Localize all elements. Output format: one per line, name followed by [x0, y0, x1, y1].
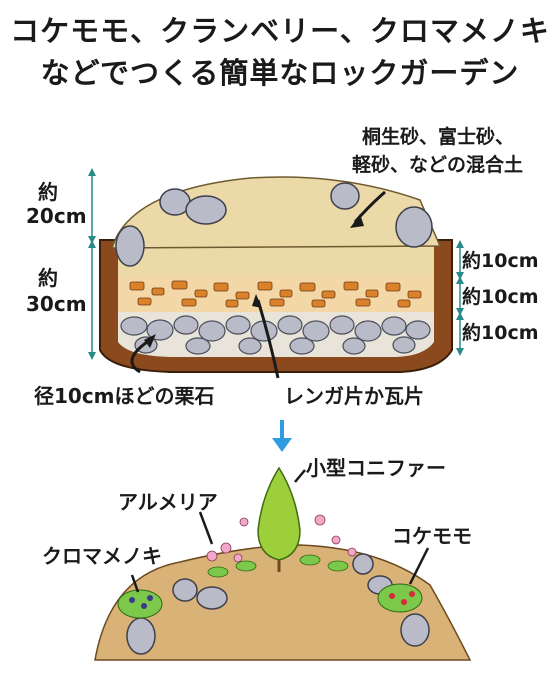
title-line-2: などでつくる簡単なロックガーデン: [40, 56, 520, 90]
brick-chips: [129, 280, 422, 308]
planting: [94, 466, 472, 661]
stone-layer: [120, 315, 431, 355]
layer-top-depth: 約10cm: [462, 250, 539, 272]
mix-label-line-1: 桐生砂、富士砂、: [362, 126, 515, 148]
kokemomo-label: コケモモ: [392, 524, 472, 548]
down-arrow-icon: [272, 420, 292, 452]
mound-height-prefix: 約: [38, 180, 58, 204]
conifer-label: 小型コニファー: [306, 456, 446, 480]
mix-layer: [118, 246, 434, 276]
title-line-1: コケモモ、クランベリー、クロマメノキ: [10, 14, 550, 48]
ground-mound: [94, 544, 472, 661]
layer-middle-depth: 約10cm: [462, 286, 539, 308]
mound-rocks: [115, 182, 433, 267]
pit-depth-prefix: 約: [38, 266, 58, 290]
kokemomo-plant: [377, 583, 423, 613]
leaves: [207, 554, 349, 578]
kuromamenoki-plant: [117, 589, 163, 619]
armeria-label: アルメリア: [118, 490, 218, 514]
mix-label-line-2: 軽砂、などの混合土: [352, 154, 524, 176]
soil-mound: [110, 176, 442, 249]
dimension-lines: [91, 172, 461, 356]
stone-label: 径10cmほどの栗石: [34, 384, 215, 408]
kuromamenoki-label: クロマメノキ: [42, 544, 162, 568]
brick-layer: [118, 276, 434, 312]
pit-depth: 30cm: [26, 292, 87, 316]
planting-rocks: [126, 553, 430, 655]
armeria-flowers: [206, 514, 357, 563]
layer-bottom-depth: 約10cm: [462, 322, 539, 344]
mound-height: 20cm: [26, 204, 87, 228]
cross-section: [88, 168, 464, 379]
conifer-tree: [257, 466, 301, 561]
brick-label: レンガ片か瓦片: [284, 384, 424, 408]
